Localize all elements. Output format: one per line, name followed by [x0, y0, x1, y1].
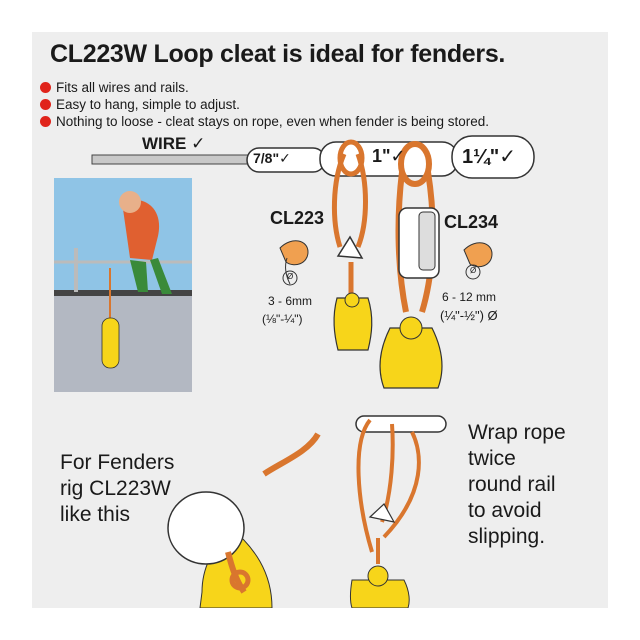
rail-size-label-1: 1"✓ [372, 146, 406, 166]
rail-1-1-4 [451, 135, 535, 179]
fender-rig-text: For Fenders rig CL223W like this [60, 451, 175, 526]
rail-detail [355, 415, 447, 433]
rail-size-label-1-1-4: 1¼"✓ [462, 146, 517, 168]
bullet-dot-icon [40, 116, 51, 127]
title: CL223W Loop cleat is ideal for fenders. [50, 40, 506, 68]
wire [91, 154, 253, 165]
rail-size-label-7-8: 7/8"✓ [253, 150, 291, 166]
fender-rig-illustration [167, 432, 321, 608]
cleat-detail [167, 491, 245, 565]
man-hanging-fender-photo [54, 178, 192, 392]
cl223-cleat [336, 235, 364, 259]
wrap-rope-text: Wrap rope twice round rail to avoid slip… [468, 421, 566, 548]
feature-item: Easy to hang, simple to adjust. [40, 96, 489, 113]
diameter-symbol-cl223: Ø [287, 272, 294, 281]
cleat-on-rope [368, 503, 396, 523]
cl223-detail-icon [279, 240, 309, 286]
cl223-range-mm: 3 - 6mm [268, 294, 313, 308]
checkmark-icon: ✓ [499, 146, 517, 168]
illustration [54, 135, 535, 608]
checkmark-icon: ✓ [390, 146, 406, 166]
cl223-range-in: (⅛"-¼") [262, 312, 303, 326]
man-torso [122, 199, 160, 260]
toe-rail [54, 290, 192, 296]
feature-item: Fits all wires and rails. [40, 79, 489, 96]
cl234-range-in: (¼"-½") Ø [440, 308, 498, 323]
feature-list: Fits all wires and rails. Easy to hang, … [40, 79, 489, 130]
checkmark-icon: ✓ [279, 150, 291, 166]
cl234-rig [379, 141, 443, 389]
man-head [119, 191, 141, 213]
checkmark-icon: ✓ [191, 134, 206, 153]
cl234-range-mm: 6 - 12 mm [442, 290, 497, 304]
wire-label: WIRE ✓ [142, 134, 206, 153]
man-legs [130, 260, 148, 292]
cl223-rig [331, 139, 373, 351]
deck [54, 294, 192, 392]
diameter-symbol-cl234: Ø [470, 266, 477, 275]
feature-item: Nothing to loose - cleat stays on rope, … [40, 113, 489, 130]
cl234-detail-icon [463, 242, 493, 280]
rope-wrap-illustration [350, 415, 447, 608]
photo-fender [101, 317, 120, 369]
model-name-cl223: CL223 [270, 208, 325, 228]
diagram-panel: CL223W Loop cleat is ideal for fenders. … [32, 32, 608, 608]
small-fender [333, 297, 373, 351]
model-name-cl234: CL234 [444, 212, 499, 232]
bullet-dot-icon [40, 82, 51, 93]
bullet-dot-icon [40, 99, 51, 110]
large-fender [379, 327, 443, 389]
